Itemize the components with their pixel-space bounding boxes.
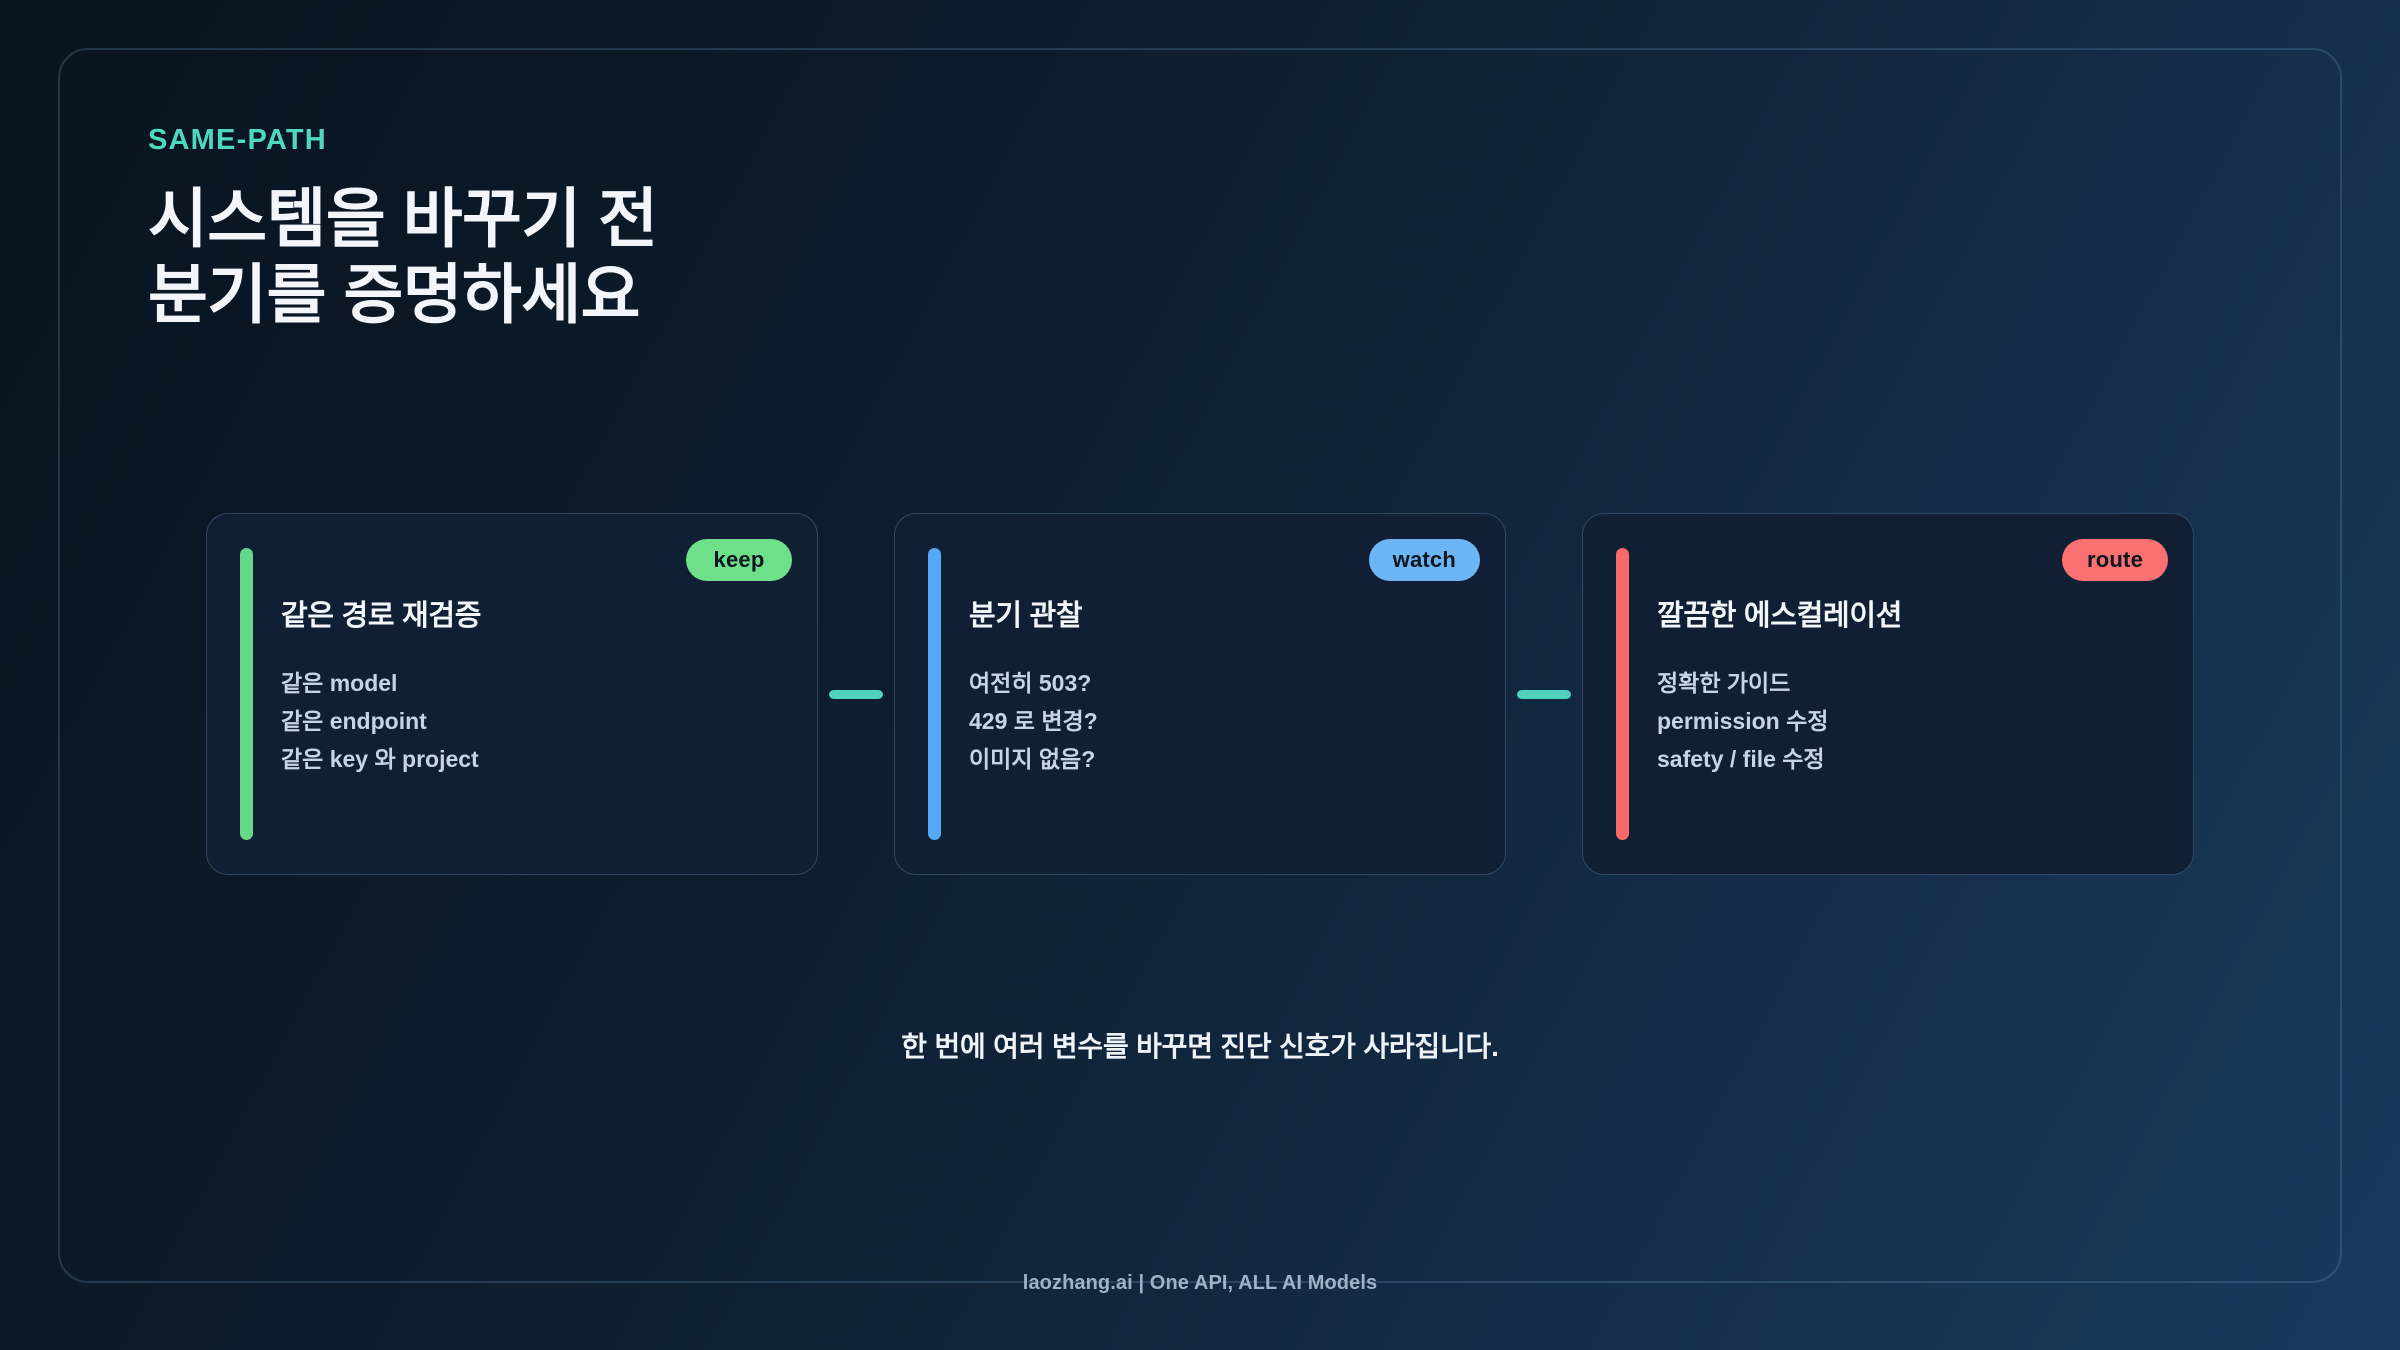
- card-body: 같은 model 같은 endpoint 같은 key 와 project: [281, 664, 777, 779]
- footer-branding: laozhang.ai | One API, ALL AI Models: [1022, 1272, 1378, 1294]
- cards-row: keep 같은 경로 재검증 같은 model 같은 endpoint 같은 k…: [0, 513, 2400, 875]
- card-line: 정확한 가이드: [1657, 670, 1791, 696]
- connector-1: [818, 689, 894, 699]
- status-badge-watch: watch: [1368, 539, 1480, 581]
- card-title: 분기 관찰: [969, 600, 1083, 632]
- card-body: 여전히 503? 429 로 변경? 이미지 없음?: [969, 664, 1465, 779]
- status-badge-route: route: [2062, 539, 2168, 581]
- card-title: 깔끔한 에스컬레이션: [1657, 600, 1903, 632]
- card-line: 이미지 없음?: [969, 746, 1096, 773]
- accent-bar: [240, 548, 253, 840]
- card-body: 정확한 가이드 permission 수정 safety / file 수정: [1657, 664, 2153, 779]
- card-line: 여전히 503?: [969, 670, 1092, 696]
- accent-bar: [1616, 548, 1629, 840]
- page-title-line-1: 시스템을 바꾸기 전: [148, 182, 658, 255]
- status-badge-keep: keep: [686, 539, 792, 581]
- card-title: 같은 경로 재검증: [281, 600, 482, 632]
- footer: laozhang.ai | One API, ALL AI Models: [0, 1272, 2400, 1295]
- card-line: 같은 model: [281, 670, 398, 696]
- eyebrow-label: SAME-PATH: [148, 124, 327, 156]
- accent-bar: [928, 548, 941, 840]
- connector-2: [1506, 689, 1582, 699]
- card-line: safety / file 수정: [1657, 746, 1825, 773]
- card-line: 429 로 변경?: [969, 708, 1098, 735]
- caption-text: 한 번에 여러 변수를 바꾸면 진단 신호가 사라집니다.: [901, 1031, 1499, 1062]
- card-route[interactable]: route 깔끔한 에스컬레이션 정확한 가이드 permission 수정 s…: [1582, 513, 2194, 875]
- card-line: 같은 key 와 project: [281, 746, 479, 773]
- card-keep[interactable]: keep 같은 경로 재검증 같은 model 같은 endpoint 같은 k…: [206, 513, 818, 875]
- page-title-line-2: 분기를 증명하세요: [148, 258, 640, 332]
- card-line: 같은 endpoint: [281, 708, 427, 735]
- header-block: SAME-PATH 시스템을 바꾸기 전 분기를 증명하세요: [148, 124, 1348, 333]
- page-title: 시스템을 바꾸기 전 분기를 증명하세요: [148, 181, 1348, 333]
- connector-dash-icon: [829, 689, 883, 699]
- connector-dash-icon: [1517, 689, 1571, 699]
- card-watch[interactable]: watch 분기 관찰 여전히 503? 429 로 변경? 이미지 없음?: [894, 513, 1506, 875]
- card-line: permission 수정: [1657, 708, 1829, 735]
